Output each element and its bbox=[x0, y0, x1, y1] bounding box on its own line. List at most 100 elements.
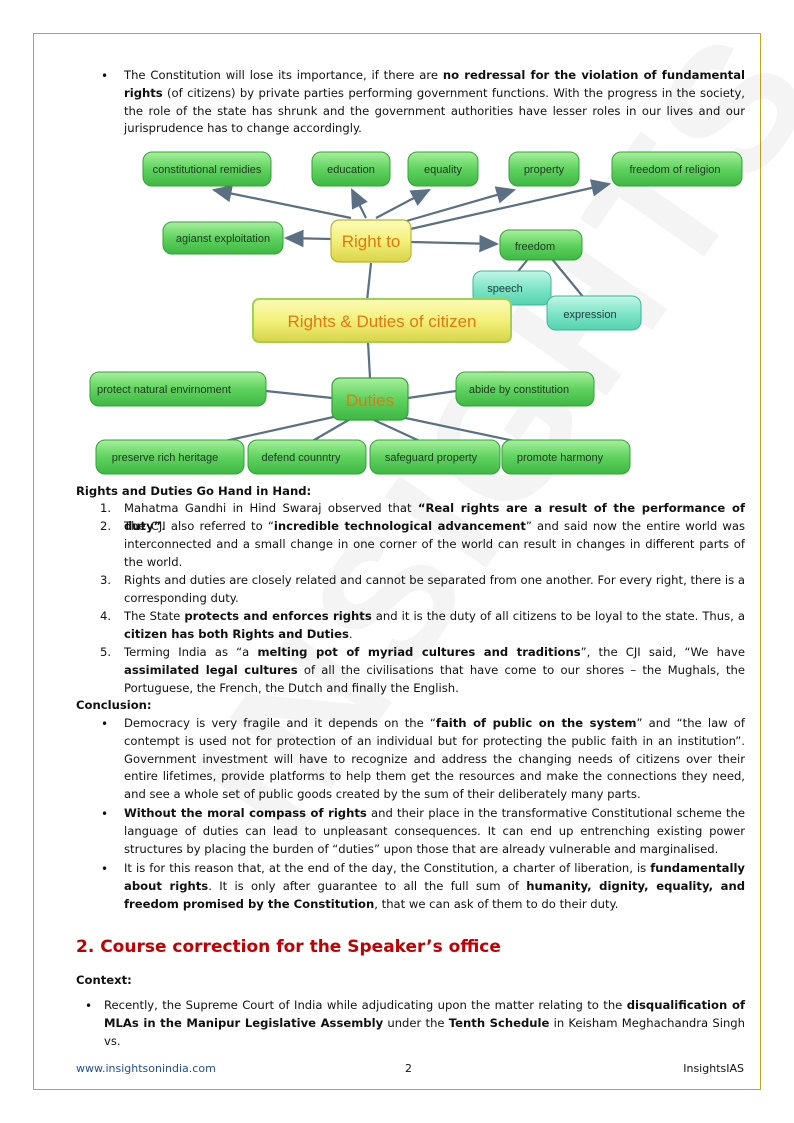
node-property: property bbox=[508, 151, 580, 187]
item1-text-2: . bbox=[161, 518, 165, 533]
intro-text-1: The Constitution will lose its importanc… bbox=[124, 68, 443, 82]
context-heading: Context: bbox=[76, 973, 132, 987]
item4-bold: protects and enforces rights bbox=[184, 609, 372, 623]
label-center: Rights & Duties of citizen bbox=[288, 312, 477, 331]
label-expression: expression bbox=[563, 309, 616, 321]
page-number: 2 bbox=[405, 1062, 412, 1075]
c1-text: Democracy is very fragile and it depends… bbox=[124, 716, 436, 730]
item-number: 2. bbox=[100, 519, 112, 533]
node-defend-country: defend counntry bbox=[247, 439, 367, 475]
label-constitutional: constitutional remidies bbox=[153, 164, 262, 176]
p1-bold-2: Tenth Schedule bbox=[448, 1015, 550, 1030]
item-number: 1. bbox=[100, 501, 112, 515]
c1-text-2: ” and “the law of contempt is used not f… bbox=[124, 716, 745, 802]
label-religion: freedom of religion bbox=[629, 164, 720, 176]
rights-duties-item-4: The State protects and enforces rights a… bbox=[124, 608, 745, 644]
node-speech: speech bbox=[472, 270, 552, 306]
arrow-education bbox=[351, 188, 368, 219]
line-center-duties bbox=[366, 341, 372, 379]
label-education: education bbox=[327, 164, 375, 176]
label-environment: protect natural envirnoment bbox=[97, 384, 231, 396]
c3-bold-2: humanity, dignity, equality, and freedom… bbox=[124, 878, 746, 911]
item5-text-2: ”, the CJI said, “We have bbox=[580, 645, 746, 659]
label-speech: speech bbox=[487, 283, 522, 295]
rights-duties-mindmap: constitutional remidies education equali… bbox=[89, 151, 743, 475]
footer-brand: InsightsIAS bbox=[683, 1062, 744, 1075]
intro-text-2: (of citizens) by private parties perform… bbox=[124, 85, 745, 136]
item4-bold-2: citizen has both Rights and Duties bbox=[124, 626, 349, 641]
label-freedom: freedom bbox=[515, 241, 555, 253]
intro-bold-1: no redressal for the violation of fundam… bbox=[124, 68, 745, 100]
node-promote-harmony: promote harmony bbox=[501, 439, 631, 475]
line-heritage bbox=[215, 414, 339, 445]
p1-text-2: under the bbox=[383, 1015, 449, 1030]
item4-text-2: and it is the duty of all citizens to be… bbox=[371, 609, 745, 623]
bullet-icon: • bbox=[101, 807, 109, 821]
bullet-icon: • bbox=[101, 69, 109, 83]
c3-text-3: , that we can ask of them to do their du… bbox=[374, 896, 619, 911]
node-expression: expression bbox=[546, 295, 642, 331]
label-country: defend counntry bbox=[262, 452, 341, 464]
node-safeguard-property: safeguard property bbox=[369, 439, 501, 475]
item5-bold: melting pot of myriad cultures and tradi… bbox=[257, 645, 581, 659]
item1-text: Mahatma Gandhi in Hind Swaraj observed t… bbox=[124, 501, 418, 515]
line-environment bbox=[265, 389, 333, 400]
arrow-freedom bbox=[410, 234, 500, 253]
conclusion-paragraph-1: Democracy is very fragile and it depends… bbox=[124, 715, 745, 804]
line-constitution bbox=[407, 389, 457, 400]
node-abide-constitution: abide by constitution bbox=[455, 371, 595, 407]
conclusion-paragraph-2: Without the moral compass of rights and … bbox=[124, 805, 745, 858]
item-number: 3. bbox=[100, 573, 112, 587]
arrow-constitutional bbox=[211, 184, 352, 220]
label-property: property bbox=[524, 164, 565, 176]
rights-duties-heading: Rights and Duties Go Hand in Hand: bbox=[76, 484, 312, 498]
label-right-to: Right to bbox=[342, 232, 401, 251]
section-2-title: 2. Course correction for the Speaker’s o… bbox=[76, 937, 501, 957]
rights-duties-item-2: The CJI also referred to “incredible tec… bbox=[124, 518, 745, 571]
item5-bold-2: assimilated legal cultures bbox=[124, 662, 298, 677]
node-constitutional-remedies: constitutional remidies bbox=[142, 151, 272, 187]
p1-text-3: in Keisham Meghachandra Singh vs. bbox=[104, 1015, 746, 1048]
page-border bbox=[33, 33, 761, 1090]
conclusion-heading: Conclusion: bbox=[76, 698, 152, 712]
intro-paragraph: The Constitution will lose its importanc… bbox=[124, 67, 745, 138]
node-protect-environment: protect natural envirnoment bbox=[89, 371, 267, 407]
c1-bold: faith of public on the system bbox=[435, 716, 637, 730]
item5-text: Terming India as “a bbox=[124, 645, 258, 659]
bullet-icon: • bbox=[101, 717, 109, 731]
node-against-exploitation: agianst exploitation bbox=[162, 221, 284, 255]
item2-text-2: ” and said now the entire world was inte… bbox=[124, 519, 745, 569]
item3-text: Rights and duties are closely related an… bbox=[124, 573, 745, 605]
label-exploitation: agianst exploitation bbox=[176, 233, 270, 245]
label-equality: equality bbox=[424, 164, 462, 176]
arrow-property bbox=[395, 186, 517, 226]
line-country bbox=[308, 417, 353, 444]
c3-text: It is for this reason that, at the end o… bbox=[124, 861, 651, 875]
node-equality: equality bbox=[407, 151, 479, 187]
label-safeguard: safeguard property bbox=[385, 452, 478, 464]
label-harmony: promote harmony bbox=[517, 452, 604, 464]
bullet-icon: • bbox=[85, 999, 93, 1013]
footer-website-link[interactable]: www.insightsonindia.com bbox=[76, 1062, 216, 1075]
label-constitution: abide by constitution bbox=[469, 384, 569, 396]
item2-text: The CJI also referred to “ bbox=[124, 519, 274, 533]
label-duties: Duties bbox=[346, 391, 394, 410]
line-property bbox=[373, 419, 425, 444]
item5-text-3: of all the civilisations that have come … bbox=[124, 662, 745, 695]
line-harmony bbox=[395, 414, 525, 445]
bullet-icon: • bbox=[101, 862, 109, 876]
item1-bold: “Real rights are a result of the perform… bbox=[124, 501, 746, 533]
p1-bold: disqualification of MLAs in the Manipur … bbox=[104, 998, 746, 1030]
item4-text-3: . bbox=[348, 626, 353, 641]
context-paragraph: Recently, the Supreme Court of India whi… bbox=[104, 997, 745, 1050]
node-center: Rights & Duties of citizen bbox=[252, 298, 512, 343]
c2-bold: Without the moral compass of rights bbox=[124, 806, 367, 820]
node-right-to-hub: Right to bbox=[330, 219, 412, 263]
c3-text-2: . It is only after guarantee to all the … bbox=[208, 878, 527, 893]
line-expression bbox=[551, 258, 585, 299]
node-freedom: freedom bbox=[499, 229, 583, 261]
conclusion-paragraph-3: It is for this reason that, at the end o… bbox=[124, 860, 745, 913]
node-preserve-heritage: preserve rich heritage bbox=[95, 439, 245, 475]
item2-bold: incredible technological advancement bbox=[273, 519, 526, 533]
rights-duties-item-1: Mahatma Gandhi in Hind Swaraj observed t… bbox=[124, 500, 745, 536]
